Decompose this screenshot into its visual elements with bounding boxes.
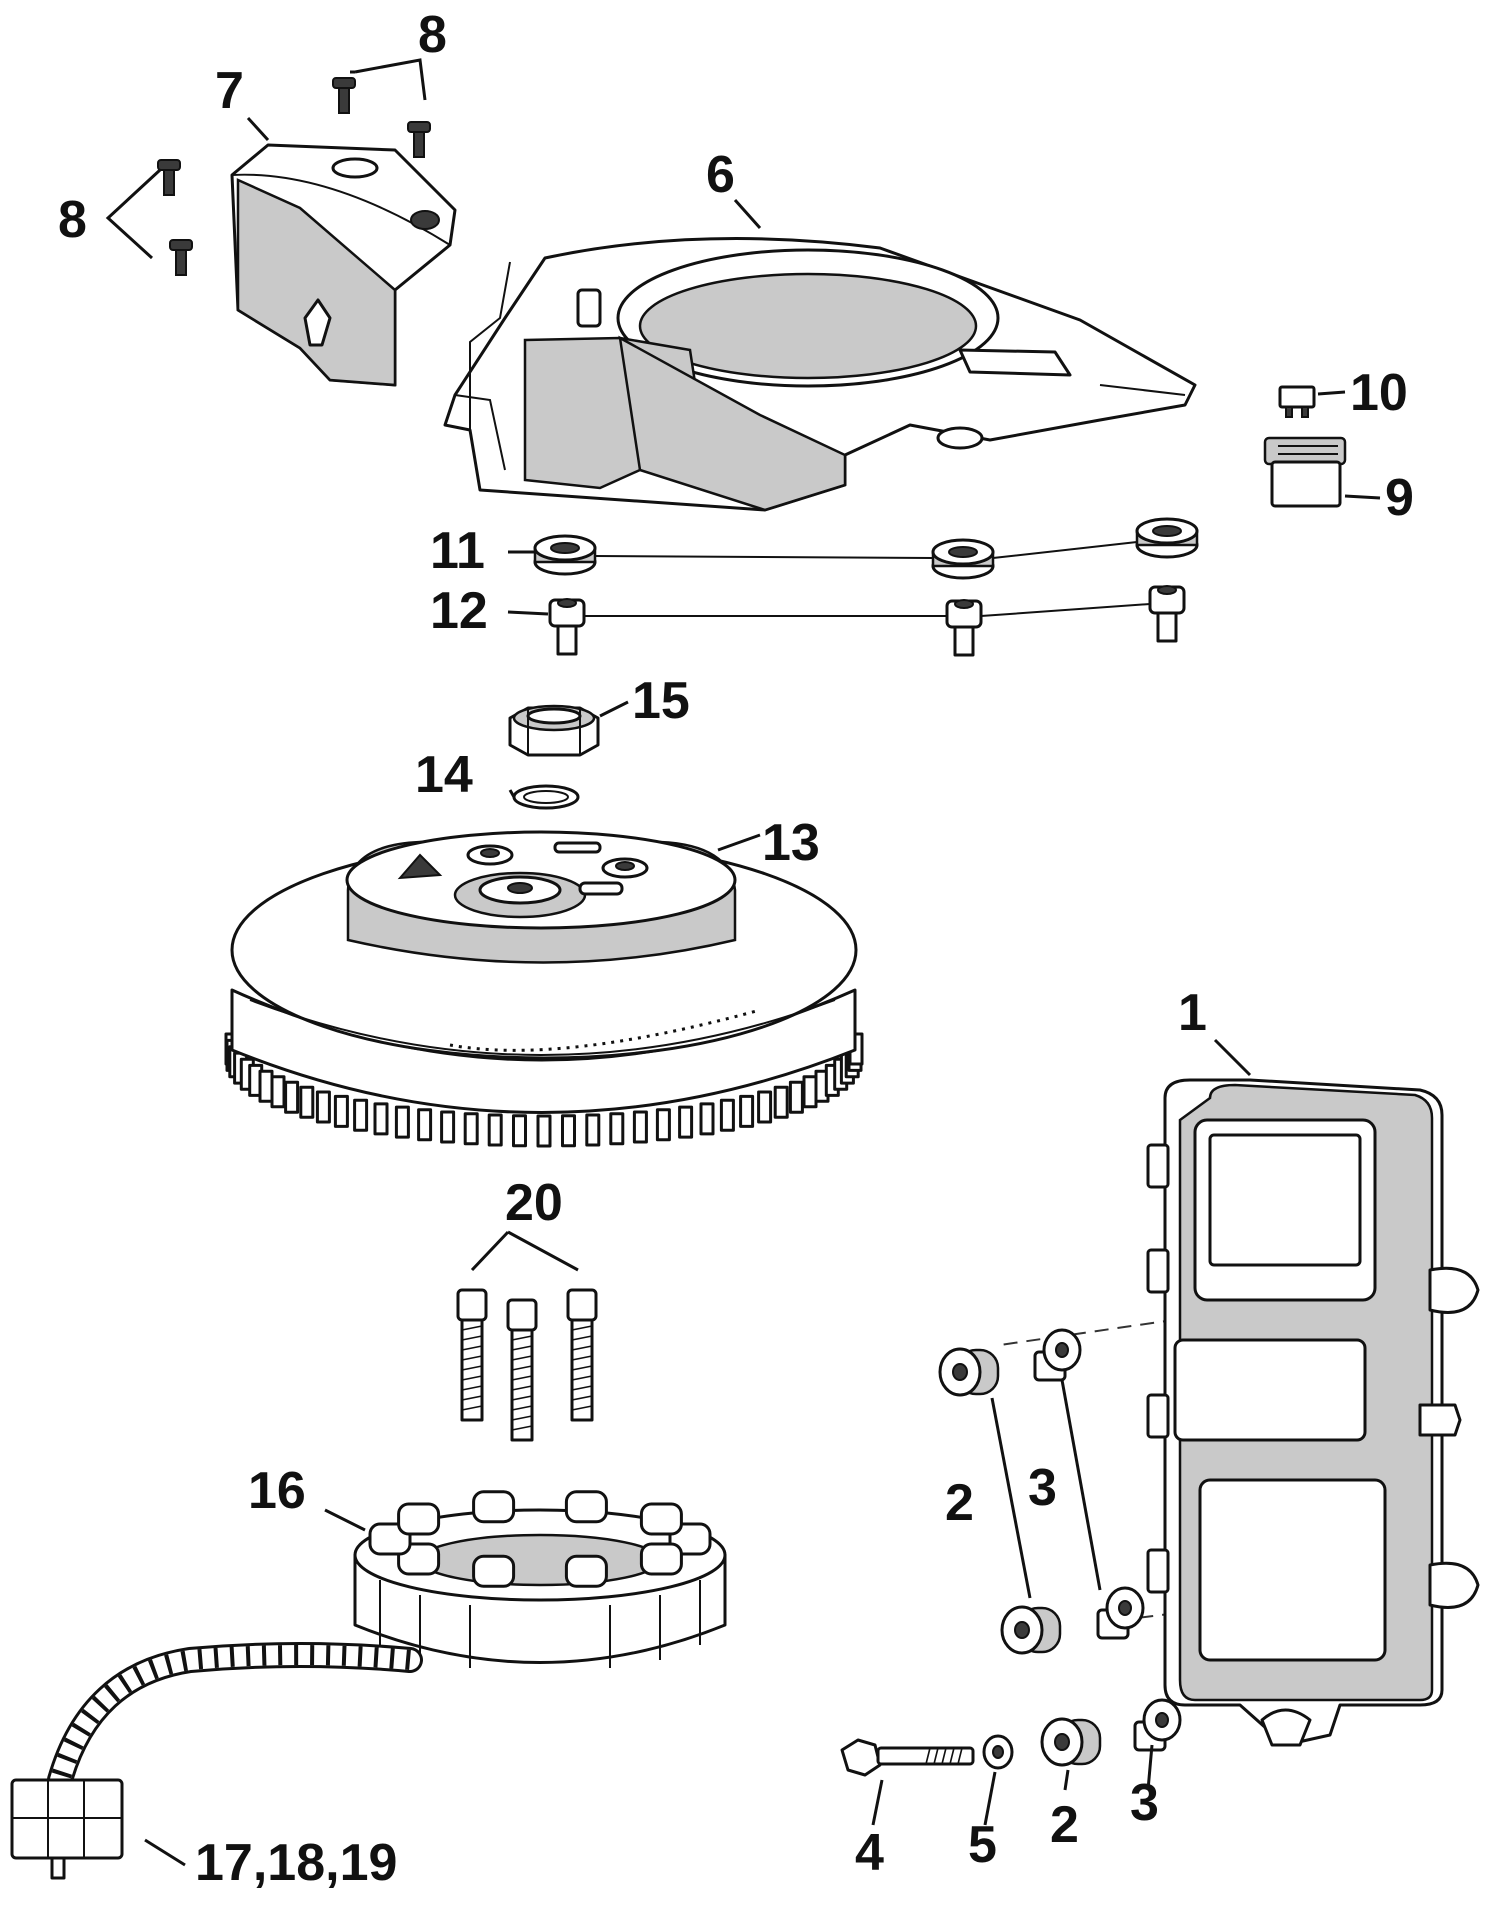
stator-pole xyxy=(397,1502,441,1536)
gear-tooth xyxy=(802,1075,818,1109)
gear-tooth xyxy=(353,1098,369,1132)
gear-tooth xyxy=(333,1094,349,1128)
gear-tooth xyxy=(373,1102,389,1136)
callout-4: 4 xyxy=(855,1824,884,1882)
gear-tooth xyxy=(655,1108,671,1142)
part-4-bolt xyxy=(840,1738,975,1777)
callout-labels: 1 2 3 2 3 4 5 6 7 8 8 9 10 11 12 13 14 1… xyxy=(58,6,1414,1892)
gear-tooth xyxy=(440,1110,456,1144)
callout-5: 5 xyxy=(968,1816,997,1874)
stator-pole xyxy=(639,1542,683,1576)
callout-8: 8 xyxy=(418,6,447,64)
part-9-fuse-holder xyxy=(1263,436,1347,508)
gear-tooth xyxy=(258,1069,274,1103)
part-13-flywheel xyxy=(224,830,864,1148)
part-1-module xyxy=(999,1078,1480,1747)
gear-tooth xyxy=(699,1102,715,1136)
callout-11: 11 xyxy=(430,522,485,580)
callout-12: 12 xyxy=(430,582,488,640)
gear-tooth xyxy=(463,1112,479,1146)
stator-pole xyxy=(472,1554,516,1588)
part-3-sleeves xyxy=(1033,1328,1182,1752)
callout-13: 13 xyxy=(762,814,820,872)
part-15-nut xyxy=(508,704,600,757)
callout-8: 8 xyxy=(58,191,87,249)
flywheel-ring-gear xyxy=(224,1032,864,1148)
part-16-stator xyxy=(353,1490,727,1668)
gear-tooth xyxy=(561,1114,576,1148)
stator-pole xyxy=(564,1490,608,1524)
stator-poles xyxy=(368,1490,712,1588)
callout-1: 1 xyxy=(1178,984,1207,1042)
callout-7: 7 xyxy=(215,62,244,120)
stator-pole xyxy=(564,1554,608,1588)
gear-tooth xyxy=(417,1108,433,1142)
callout-10: 10 xyxy=(1350,364,1408,422)
part-10-fuse xyxy=(1278,385,1316,418)
gear-tooth xyxy=(739,1094,755,1128)
gear-tooth xyxy=(512,1114,527,1148)
part-7-cover xyxy=(230,143,457,387)
part-14-washer xyxy=(512,784,580,810)
gear-tooth xyxy=(270,1075,286,1109)
callout-3: 3 xyxy=(1130,1774,1159,1832)
gear-tooth xyxy=(315,1090,331,1124)
gear-tooth xyxy=(487,1113,503,1147)
gear-tooth xyxy=(773,1085,789,1119)
gear-tooth xyxy=(299,1085,315,1119)
callout-9: 9 xyxy=(1385,469,1414,527)
leader-lines xyxy=(105,58,1381,1867)
stator-pole xyxy=(639,1502,683,1536)
callout-2: 2 xyxy=(1050,1796,1079,1854)
stator-pole xyxy=(472,1490,516,1524)
gear-tooth xyxy=(284,1080,300,1114)
gear-tooth xyxy=(788,1080,804,1114)
callout-15: 15 xyxy=(632,672,690,730)
part-11-grommets xyxy=(533,517,1199,580)
gear-tooth xyxy=(719,1098,735,1132)
gear-tooth xyxy=(585,1113,601,1147)
part-17-18-19-harness xyxy=(10,1642,423,1880)
gear-tooth xyxy=(609,1112,625,1146)
gear-tooth xyxy=(678,1105,694,1139)
callout-6: 6 xyxy=(706,146,735,204)
callout-14: 14 xyxy=(415,746,473,804)
part-5-washer xyxy=(982,1734,1014,1770)
gear-tooth xyxy=(757,1090,773,1124)
part-20-bolts xyxy=(456,1288,598,1442)
part-2-grommets xyxy=(938,1347,1102,1767)
callout-3: 3 xyxy=(1028,1459,1057,1517)
gear-tooth xyxy=(536,1114,552,1148)
part-12-bolts xyxy=(548,585,1186,657)
callout-17-18-19: 17,18,19 xyxy=(195,1834,397,1892)
gear-tooth xyxy=(632,1110,648,1144)
part-6-flywheel-cover xyxy=(443,237,1197,512)
callout-2: 2 xyxy=(945,1474,974,1532)
callout-20: 20 xyxy=(505,1174,563,1232)
part-8-screws xyxy=(157,77,431,276)
gear-tooth xyxy=(394,1105,410,1139)
callout-16: 16 xyxy=(248,1462,306,1520)
